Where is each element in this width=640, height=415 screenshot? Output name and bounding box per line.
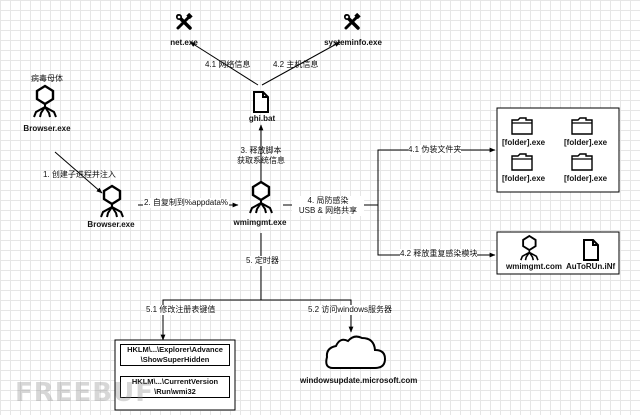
registry-key-2-line1: HKLM\...\CurrentVersion [131,377,219,386]
registry-key-2-line2: \Run\wmi32 [154,387,196,396]
edge-ghi-net [189,41,259,86]
virus-parent-icon [32,84,58,119]
wmimgmt-exe-label: wmimgmt.exe [233,218,287,227]
folder-icon [511,117,533,135]
browser-mid-label: Browser.exe [87,220,135,229]
systeminfo-tools-icon [342,11,363,30]
folder-label-2: [folder].exe [564,138,608,147]
edge-ghi-systeminfo [261,41,341,86]
folder-icon [571,153,593,171]
autorun-doc-icon [583,239,599,261]
virus-parent-label: 病毒母体 [31,74,63,83]
edge-label-42-reinfect: 4.2 释放重复感染模块 [400,249,478,259]
edge-label-52: 5.2 访问windows服务器 [308,305,393,315]
registry-key-1-line1: HKLM\...\Explorer\Advance [127,345,223,354]
edge-label-4: 4. 局防感染 USB & 网络共享 [292,196,364,216]
edge-label-3: 3. 释放脚本 获取系统信息 [236,146,286,166]
systeminfo-exe-label: systeminfo.exe [324,38,382,47]
folder-icon [571,117,593,135]
cloud-icon [325,335,387,369]
folder-icon [511,153,533,171]
registry-key-2: HKLM\...\CurrentVersion \Run\wmi32 [120,376,230,398]
edge-label-4-line2: USB & 网络共享 [298,206,358,215]
edge-label-51: 5.1 修改注册表键值 [146,305,216,315]
watermark-logo: FREEBUF [15,378,154,408]
browser-bug-icon [99,184,125,219]
edge-label-4-line1: 4. 局防感染 [307,196,349,205]
edge-label-1: 1. 创建子进程并注入 [43,170,116,179]
net-exe-label: net.exe [170,38,198,47]
edge-label-3-line2: 获取系统信息 [237,156,285,165]
edge-label-41-net: 4.1 网络信息 [205,60,251,69]
edge-label-5: 5. 定时器 [246,256,279,266]
ghi-script-icon [253,91,269,113]
edge-parent-browser [54,151,103,194]
autorun-label: AuToRUn.iNf [566,262,616,271]
wmimgmt-bug-icon [248,180,274,215]
edge-wmimgmt-timer [162,233,352,340]
edge-label-41-folder: 4.1 伪装文件夹 [408,145,462,155]
folder-label-3: [folder].exe [502,174,546,183]
registry-key-1-line2: \ShowSuperHidden [140,355,210,364]
ghi-bat-label: ghi.bat [248,114,276,123]
folder-label-4: [folder].exe [564,174,608,183]
browser-top-label: Browser.exe [23,124,71,133]
net-tools-icon [174,11,195,30]
edge-label-42-sys: 4.2 主机信息 [273,60,319,69]
registry-key-1: HKLM\...\Explorer\Advance \ShowSuperHidd… [120,344,230,366]
cloud-label: windowsupdate.microsoft.com [300,376,418,385]
edge-label-2: 2. 自复制到%appdata% [143,198,230,208]
edge-label-3-line1: 3. 释放脚本 [240,146,282,155]
folder-label-1: [folder].exe [502,138,546,147]
wmimgmt-com-label: wmimgmt.com [506,262,563,271]
